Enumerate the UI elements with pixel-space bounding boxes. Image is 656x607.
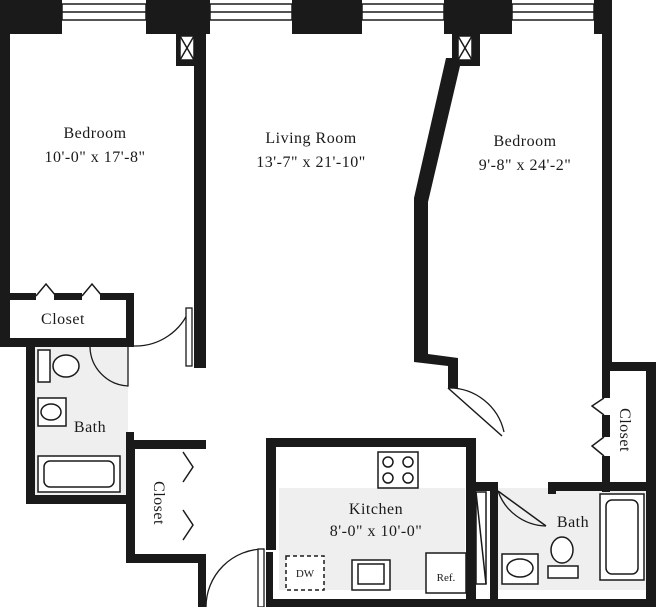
wall-bath-right-partition [548,482,556,494]
windows [61,3,595,21]
wall-bath-left-outer [26,338,35,503]
wall-bath-left-bottom [26,495,129,504]
wall-kitchen-right [466,438,476,607]
wall-bedroom-left-bottom-b [54,293,82,300]
toilet-bowl-right [550,536,574,564]
dishwasher-label: DW [296,568,315,580]
wall-kitchen-left-b [266,552,273,607]
closet-mid-label: Closet [150,481,167,525]
toilet-tank-left [37,349,51,383]
wall-right-closet-inner-a [602,362,610,398]
closet-top-bifold-left [35,282,57,297]
bath-left-label: Bath [74,419,106,436]
closet-top-bifold-right [81,282,103,297]
wall-closet-top-bottom [0,338,134,347]
living-room-dims: 13'-7" x 21'-10" [256,154,365,171]
closet-right-bifold-top [590,397,605,416]
wall-living-bedroom-angled [414,30,466,388]
door-arc-bedroom-right [447,387,505,433]
kitchen-fixtures [285,451,467,594]
sink-right [506,558,534,578]
wall-top-5 [594,0,612,34]
wall-closet-mid-left [126,440,135,562]
wall-bath-right-left [490,482,498,607]
kitchen-dims: 8'-0" x 10'-0" [330,523,422,540]
closet-mid-bifold-bottom [182,509,194,541]
wall-right-closet-inner-b [602,415,610,437]
closet-right-bifold-bottom [590,436,605,457]
wall-bedroom-living [194,30,206,368]
wall-top-4 [444,0,512,34]
wall-left-outer [0,30,10,346]
bath-right-fixtures [501,493,645,585]
stove [377,451,419,489]
wall-top-2 [146,0,210,34]
bath-right-label: Bath [557,514,589,531]
refrigerator-label: Ref. [437,572,456,584]
wall-right-closet-inner-c [602,456,610,492]
door-arc-bath-right [497,490,547,527]
door-arc-bath-left [133,307,191,347]
wall-bedroom-left-bottom-c [100,293,134,300]
wall-bath-right-top [476,482,498,491]
door-arc-bath-left-entry [89,346,129,387]
bedroom-left-name: Bedroom [63,125,126,142]
bedroom-left-dims: 10'-0" x 17'-8" [45,149,146,166]
wall-top-3 [292,0,362,34]
closet-right-label: Closet [616,408,633,452]
toilet-bowl-left [52,354,80,378]
bedroom-right-dims: 9'-8" x 24'-2" [479,157,571,174]
doors [35,282,605,607]
wall-closet-top-right [126,293,134,345]
door-arc-kitchen-entry [205,548,265,607]
refrigerator-box [425,552,467,594]
wall-right-closet-top [602,362,656,371]
bedroom-right-name: Bedroom [493,133,556,150]
dishwasher-box [285,555,325,591]
wall-kitchen-top [266,438,476,447]
wall-closet-mid-bottom [126,554,206,563]
wall-kitchen-left [266,438,276,550]
closet-mid-bifold-top [182,451,194,483]
wall-right-closet-bottom [548,482,656,491]
shafts [179,35,487,585]
wall-top-1 [0,0,62,34]
toilet-tank-right [547,565,579,579]
wall-closet-mid-right-a [198,554,206,607]
closet-top-label: Closet [41,311,85,328]
wall-right-outer [602,30,612,370]
wall-bedroom-left-bottom-a [0,293,36,300]
kitchen-name: Kitchen [349,501,403,518]
sink-left [40,403,62,421]
wall-corridor-ledge [126,440,206,449]
wall-kitchen-bottom [266,599,656,607]
living-room-name: Living Room [265,130,356,147]
bath-left-fixtures [37,349,121,493]
